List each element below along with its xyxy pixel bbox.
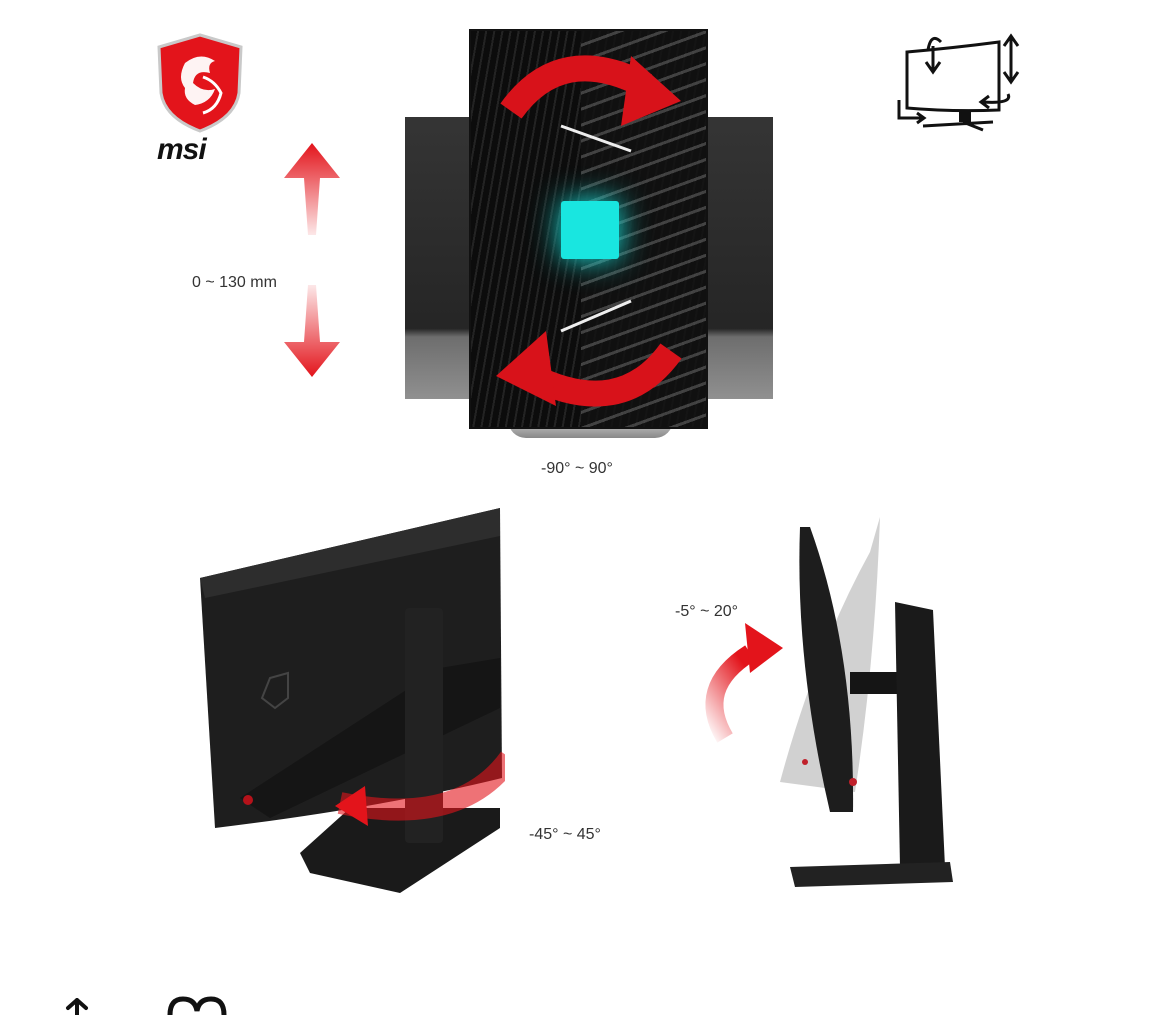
share-icon[interactable]	[62, 998, 92, 1015]
monitor-back-swivel	[200, 508, 519, 898]
screen-logo-glow	[561, 201, 619, 259]
monitor-side-tilt	[775, 512, 955, 892]
vertical-double-arrow-icon	[284, 143, 340, 377]
msi-dragon-shield-icon	[157, 33, 243, 133]
brand-name: msi	[157, 133, 207, 166]
tilt-range-label: -5° ~ 20°	[675, 603, 739, 620]
height-range-label: 0 ~ 130 mm	[192, 274, 277, 291]
monitor-back-illustration	[200, 508, 519, 893]
favorite-icon[interactable]	[165, 996, 230, 1015]
monitor-portrait-screen	[469, 29, 708, 429]
rotate-arrows-icon	[496, 55, 682, 407]
swivel-range-label: -45° ~ 45°	[529, 826, 601, 843]
tilt-arrow-icon	[705, 623, 783, 743]
pivot-range-label: -90° ~ 90°	[541, 460, 613, 477]
monitor-ergonomic-adjust-icon	[897, 33, 1020, 132]
msi-logo: msi	[155, 33, 245, 173]
